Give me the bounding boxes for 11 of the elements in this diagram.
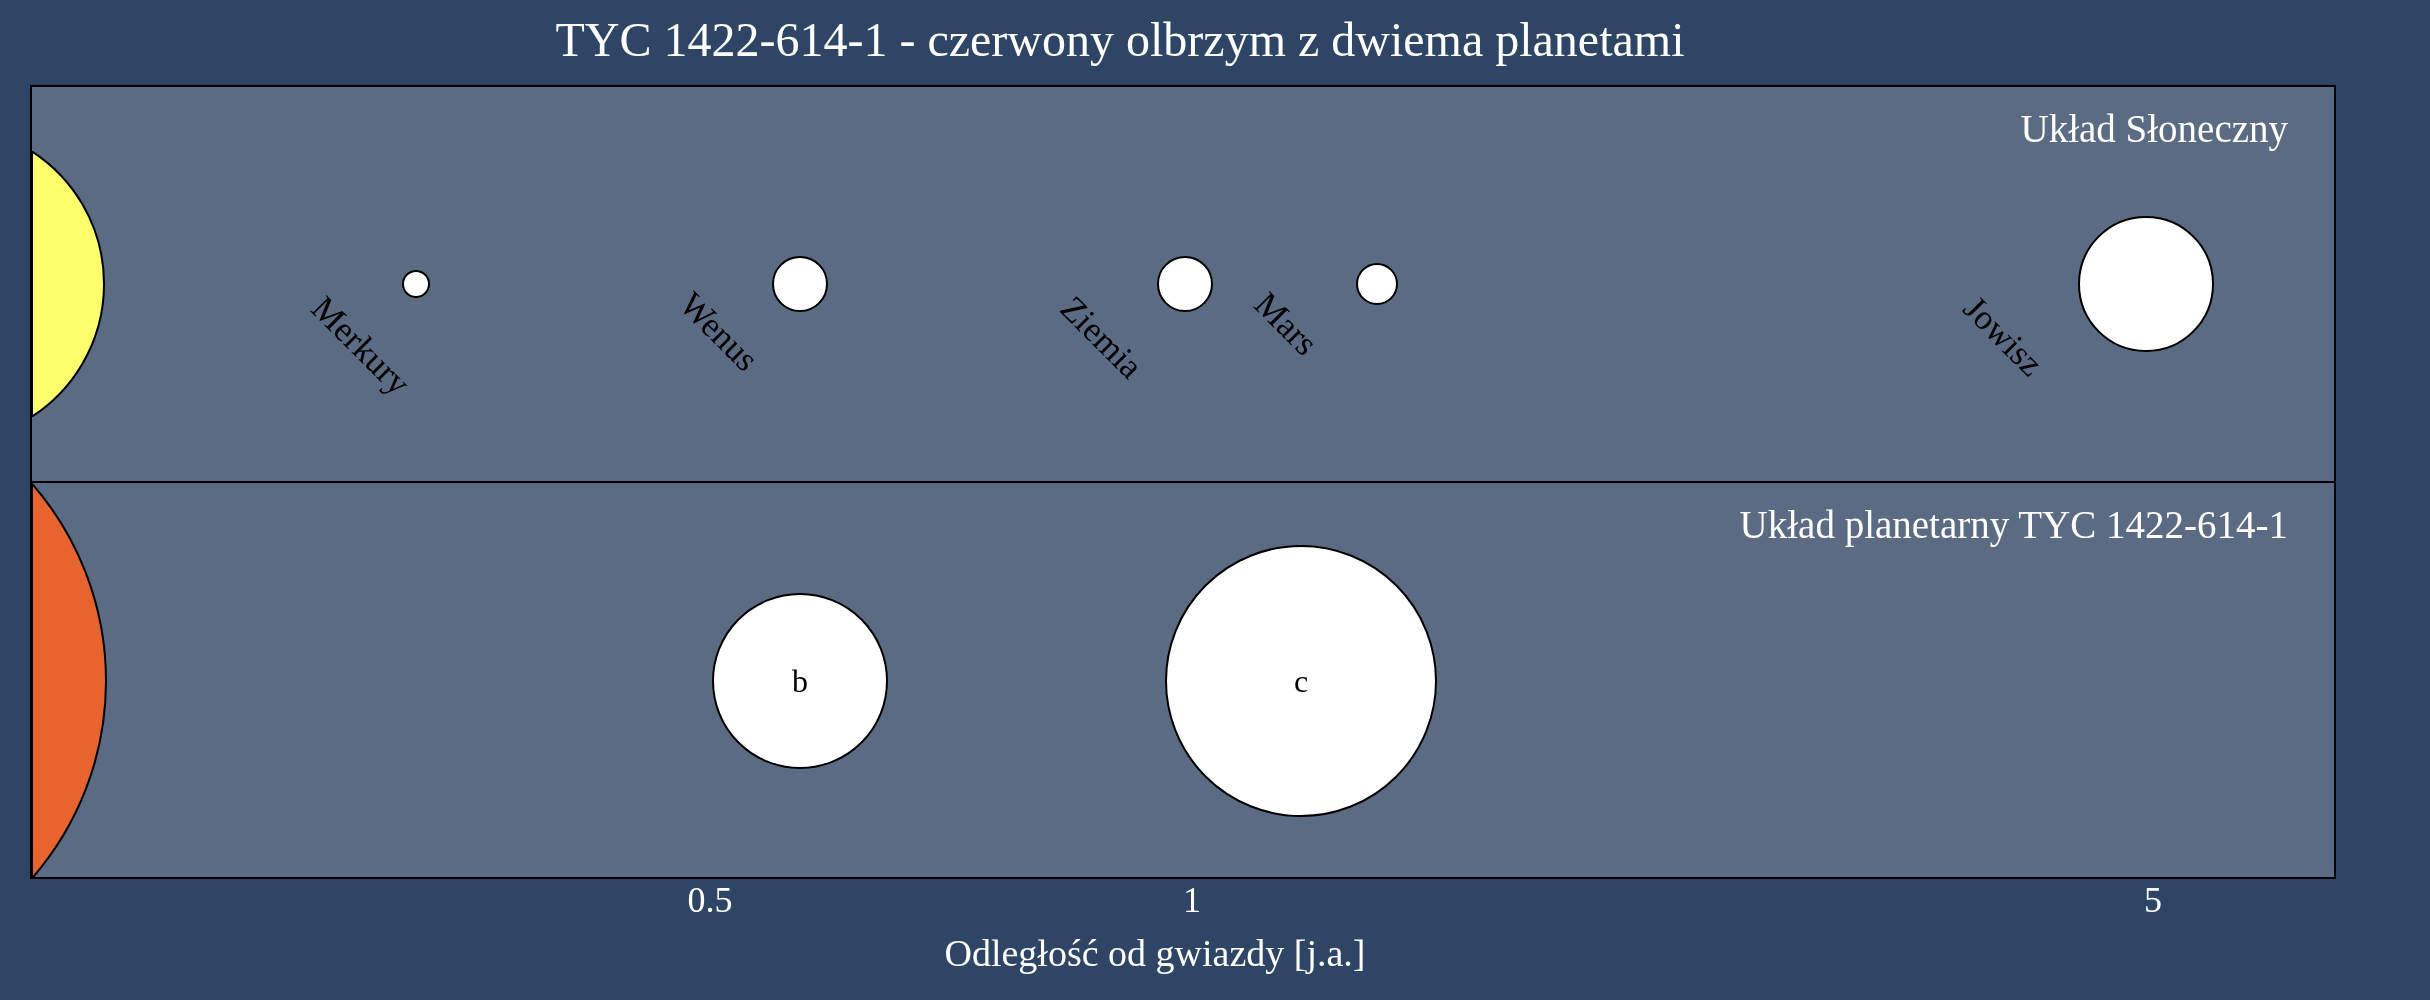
planet-label: b — [792, 665, 808, 697]
panel-heading: Układ Słoneczny — [2020, 106, 2288, 153]
diagram-title: TYC 1422-614-1 - czerwony olbrzym z dwiema planetami — [554, 12, 1686, 68]
panel — [30, 481, 2336, 879]
axis-tick-label: 5 — [2144, 879, 2162, 922]
axis-title: Odległość od gwiazdy [j.a.] — [944, 931, 1366, 976]
panel-heading: Układ planetarny TYC 1422-614-1 — [1739, 502, 2288, 549]
panel — [30, 85, 2336, 483]
planet-label: c — [1293, 665, 1309, 697]
axis-tick-label: 1 — [1183, 879, 1201, 922]
axis-tick-label: 0.5 — [687, 879, 733, 922]
